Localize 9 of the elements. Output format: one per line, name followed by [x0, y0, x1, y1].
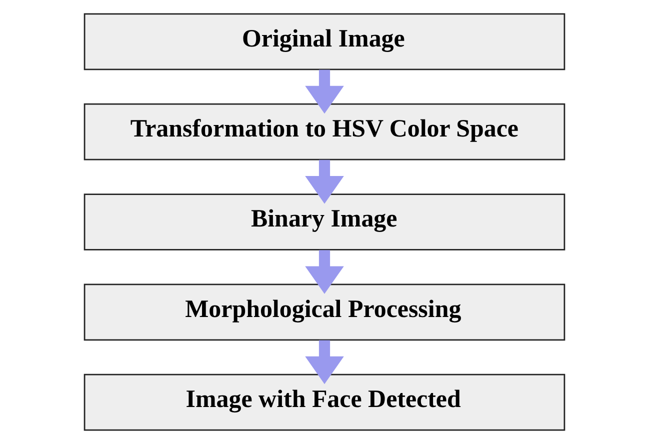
arrow [305, 70, 344, 114]
node-box: Binary Image [84, 194, 566, 250]
arrow [305, 250, 344, 294]
node-box: Original Image [84, 13, 566, 70]
node-box: Image with Face Detected [84, 374, 566, 431]
arrow [305, 160, 344, 204]
node-box: Morphological Processing [84, 284, 566, 341]
node-box: Transformation to HSV Color Space [84, 103, 566, 160]
arrow [305, 340, 344, 384]
